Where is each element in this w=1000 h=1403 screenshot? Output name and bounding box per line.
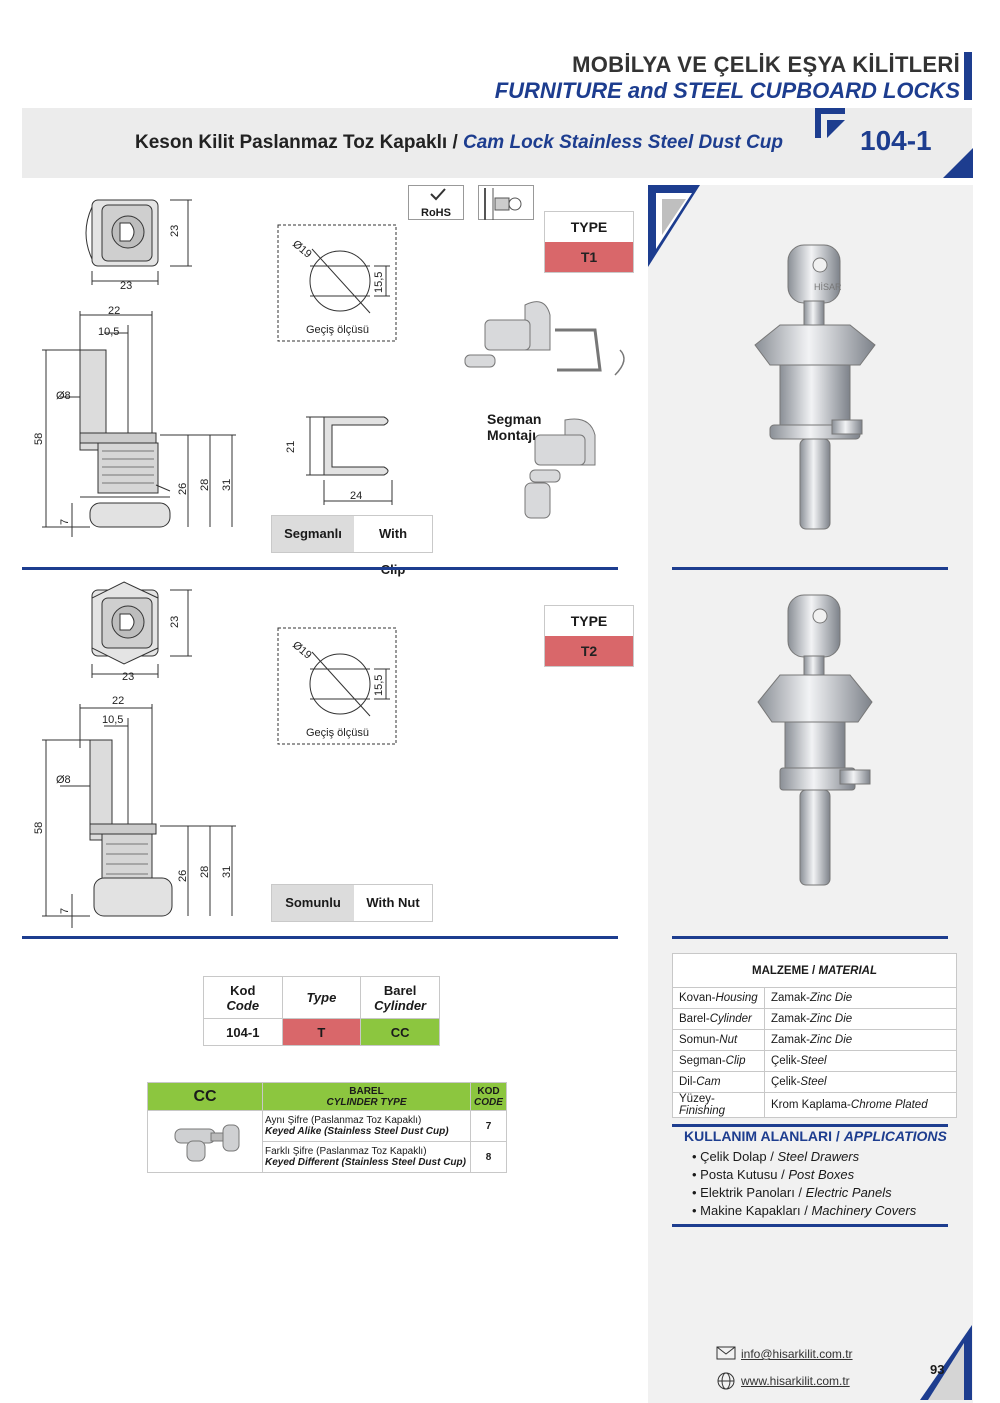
dim-label: 23 bbox=[169, 225, 181, 237]
title-corner-decoration bbox=[815, 108, 973, 178]
globe-icon bbox=[717, 1372, 735, 1390]
page-number: 93 bbox=[930, 1362, 945, 1377]
dim-label: 58 bbox=[33, 822, 45, 834]
header-title-tr: MOBİLYA VE ÇELİK EŞYA KİLİTLERİ bbox=[572, 52, 960, 77]
panel-divider-1 bbox=[672, 567, 948, 570]
clip-assembly-illustration bbox=[464, 301, 625, 519]
dim-label: 23 bbox=[120, 280, 132, 292]
type-box-t2: TYPE T2 bbox=[544, 605, 634, 667]
type-value: T1 bbox=[545, 242, 633, 272]
title-band bbox=[22, 108, 972, 178]
cylinder-key-icon bbox=[174, 1124, 240, 1162]
page-corner-decoration bbox=[920, 1325, 972, 1400]
type-label: TYPE bbox=[545, 212, 633, 242]
dim-label: 10,5 bbox=[102, 714, 123, 726]
dim-label: 28 bbox=[199, 866, 211, 878]
technical-drawing-t1: 23 23 22 10,5 Ø8 58 26 28 31 7 Ø19 15,5 … bbox=[33, 199, 397, 537]
technical-drawing-t2: 23 23 22 10,5 Ø8 58 26 28 31 7 Ø19 15,5 … bbox=[33, 581, 397, 928]
panel-divider-2 bbox=[672, 936, 948, 939]
mounting-badge bbox=[478, 185, 534, 220]
dim-label: 21 bbox=[285, 441, 297, 453]
section-divider-2 bbox=[22, 936, 618, 939]
dim-label: 15,5 bbox=[373, 675, 385, 696]
product-title-en: Cam Lock Stainless Steel Dust Cup bbox=[463, 132, 783, 153]
lock-product-image-t2 bbox=[757, 594, 873, 886]
application-item: • Çelik Dolap / Steel Drawers bbox=[692, 1149, 860, 1164]
dim-label: 26 bbox=[177, 483, 189, 495]
dim-label: 31 bbox=[221, 479, 233, 491]
dim-label: 26 bbox=[177, 870, 189, 882]
website-link[interactable]: www.hisarkilit.com.tr bbox=[741, 1374, 850, 1388]
type-box-t1: TYPE T1 bbox=[544, 211, 634, 273]
header-accent-bar bbox=[964, 52, 972, 100]
product-title-tr: Keson Kilit Paslanmaz Toz Kapaklı / bbox=[135, 132, 458, 153]
applications-heading: KULLANIM ALANLARI / APPLICATIONS bbox=[684, 1128, 947, 1144]
email-link[interactable]: info@hisarkilit.com.tr bbox=[741, 1347, 853, 1361]
dim-label: 23 bbox=[169, 616, 181, 628]
dim-label: 10,5 bbox=[98, 326, 119, 338]
section-divider-1 bbox=[22, 567, 618, 570]
type-value: T2 bbox=[545, 636, 633, 666]
variant-with-nut: Somunlu With Nut bbox=[271, 884, 433, 922]
type-label: TYPE bbox=[545, 606, 633, 636]
dim-label: 22 bbox=[112, 695, 124, 707]
application-item: • Elektrik Panoları / Electric Panels bbox=[692, 1185, 892, 1200]
clip-assembly-label: Segman Montajı bbox=[487, 411, 542, 443]
dim-label: Ø8 bbox=[56, 774, 71, 786]
lock-product-image-t1: HİSAR bbox=[754, 244, 876, 530]
application-item: • Posta Kutusu / Post Boxes bbox=[692, 1167, 855, 1182]
dim-label: 31 bbox=[221, 866, 233, 878]
dim-label: 15,5 bbox=[373, 272, 385, 293]
product-code: 104-1 bbox=[860, 125, 932, 156]
dim-label: 7 bbox=[59, 908, 71, 914]
dim-label: 7 bbox=[59, 519, 71, 525]
dim-label: 23 bbox=[122, 671, 134, 683]
header-titles: MOBİLYA VE ÇELİK EŞYA KİLİTLERİ FURNITUR… bbox=[495, 52, 960, 104]
lock-mounting-icon bbox=[484, 188, 522, 220]
applications-bottom-line bbox=[672, 1224, 948, 1227]
code-table-row: 104-1 T CC bbox=[203, 1018, 440, 1046]
cylinder-image bbox=[147, 1110, 263, 1173]
code-table-header: Type bbox=[281, 976, 362, 1019]
key-brand: HİSAR bbox=[814, 282, 842, 292]
hole-label: Geçiş ölçüsü bbox=[306, 727, 369, 739]
material-header: MALZEME / MATERIAL bbox=[672, 953, 957, 988]
applications: KULLANIM ALANLARI / APPLICATIONS • Çelik… bbox=[684, 1128, 947, 1220]
cylinder-code-head: CC bbox=[147, 1082, 263, 1111]
hole-label: Geçiş ölçüsü bbox=[306, 324, 369, 336]
dim-label: Ø19 bbox=[290, 238, 314, 261]
application-item: • Makine Kapakları / Machinery Covers bbox=[692, 1203, 917, 1218]
panel-corner-decoration bbox=[648, 185, 700, 267]
product-title: Keson Kilit Paslanmaz Toz Kapaklı / Cam … bbox=[135, 132, 783, 154]
dim-label: Ø19 bbox=[290, 639, 314, 662]
rohs-badge: RoHS bbox=[408, 185, 464, 220]
header-title-en: FURNITURE and STEEL CUPBOARD LOCKS bbox=[494, 78, 960, 103]
cylinder-type-row: Farklı Şifre (Paslanmaz Toz Kapaklı)Keye… bbox=[148, 1141, 507, 1173]
cylinder-type-row: Aynı Şifre (Paslanmaz Toz Kapaklı)Keyed … bbox=[147, 1110, 507, 1173]
applications-top-line bbox=[672, 1124, 948, 1127]
dim-label: 28 bbox=[199, 479, 211, 491]
dim-label: 22 bbox=[108, 305, 120, 317]
email-icon bbox=[716, 1346, 736, 1360]
check-icon bbox=[430, 188, 446, 201]
variant-with-clip: Segmanlı With Clip bbox=[271, 515, 433, 577]
dim-label: 24 bbox=[350, 490, 362, 502]
dim-label: Ø8 bbox=[56, 390, 71, 402]
dim-label: 58 bbox=[33, 433, 45, 445]
